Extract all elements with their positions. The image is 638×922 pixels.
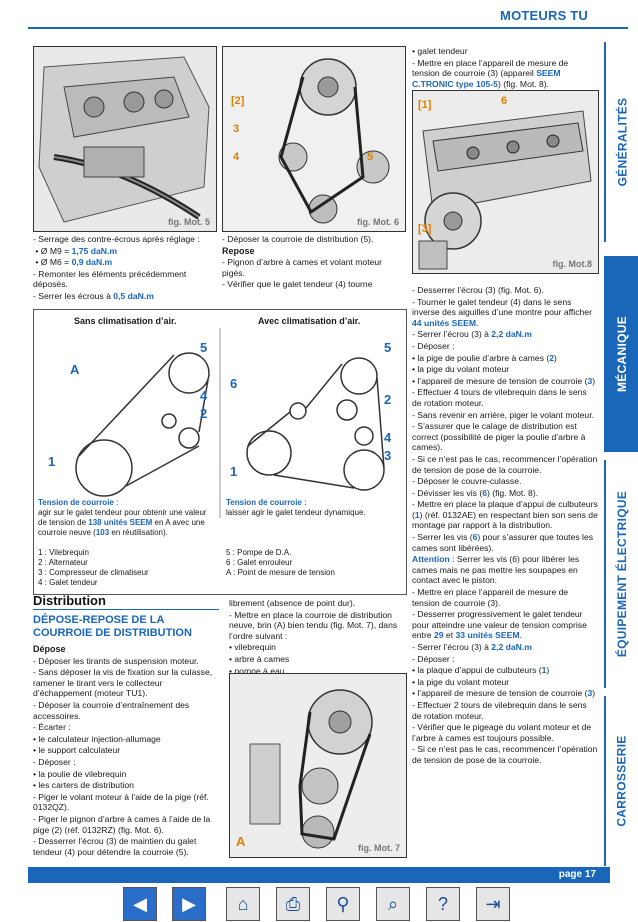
- home-icon: ⌂: [237, 893, 249, 914]
- text-column-2-bottom: librement (absence de point dur). - Mett…: [229, 598, 398, 676]
- figure-label: fig. Mot. 5: [168, 217, 210, 227]
- accessory-belt-diagram: Sans climatisation d’air. Avec climatisa…: [33, 309, 407, 595]
- tab-equipement-electrique[interactable]: ÉQUIPEMENT ÉLECTRIQUE: [604, 460, 638, 688]
- print-button[interactable]: ⎙: [276, 887, 310, 921]
- left-diagram-heading: Sans climatisation d’air.: [74, 316, 177, 326]
- belt-routing-drawings: [75, 328, 385, 518]
- print-icon: ⎙: [285, 893, 301, 914]
- text-column-3: - Desserrer l’écrou (3) (fig. Mot. 6). -…: [412, 285, 598, 765]
- page-bar: page 17: [28, 867, 610, 883]
- tension-note-left: Tension de courroie : agir sur le galet …: [38, 498, 207, 537]
- next-page-button[interactable]: ▶: [172, 887, 206, 921]
- belt-label-1-right: 1: [230, 464, 238, 479]
- section-title: Distribution: [33, 593, 106, 608]
- arrow-right-icon: ▶: [182, 893, 196, 914]
- figure-label: fig. Mot.8: [552, 259, 593, 269]
- binoculars-icon: ⌕: [387, 893, 399, 914]
- figure-label: fig. Mot. 7: [358, 843, 400, 853]
- callout-4: 4: [233, 151, 240, 163]
- engine-valve-illustration: [34, 47, 216, 231]
- callout-5: 5: [367, 151, 374, 163]
- arrow-left-icon: ◀: [133, 893, 147, 914]
- callout-1: [1]: [418, 99, 432, 111]
- figure-mot-6: [2] 3 4 5 fig. Mot. 6: [222, 46, 406, 232]
- belt-label-2-right: 2: [384, 392, 392, 407]
- exit-button[interactable]: ⇥: [476, 887, 510, 921]
- help-icon: ?: [437, 893, 448, 914]
- callout-a: A: [236, 834, 246, 849]
- callout-2: [2]: [231, 95, 245, 107]
- help-button[interactable]: ?: [426, 887, 460, 921]
- belt-label-5-right: 5: [384, 340, 392, 355]
- exit-icon: ⇥: [485, 893, 501, 914]
- figure-mot-7: A fig. Mot. 7: [229, 673, 407, 858]
- right-diagram-heading: Avec climatisation d’air.: [258, 316, 361, 326]
- page-header: MOTEURS TU: [0, 0, 638, 30]
- callout-6: 6: [501, 95, 508, 107]
- legend-left: 1 : Vilebrequin 2 : Alternateur 3 : Comp…: [38, 548, 149, 587]
- belt-label-5-left: 5: [200, 340, 208, 355]
- figure-mot-5: fig. Mot. 5: [33, 46, 217, 232]
- belt-label-3-right: 3: [384, 448, 392, 463]
- search-icon: ⚲: [336, 893, 350, 914]
- callout-3: 3: [233, 123, 240, 135]
- belt-label-6-right: 6: [230, 376, 238, 391]
- figure-mot-8: [1] 6 [3] fig. Mot.8: [412, 90, 599, 274]
- tab-generalites[interactable]: GÉNÉRALITÉS: [604, 42, 638, 242]
- previous-page-button[interactable]: ◀: [123, 887, 157, 921]
- search-button[interactable]: ⚲: [326, 887, 360, 921]
- section-rule: [33, 608, 219, 611]
- page-footer: page 17 ◀ ▶ ⌂ ⎙ ⚲ ⌕ ? ⇥: [0, 865, 638, 922]
- belt-label-4-left: 4: [200, 388, 208, 403]
- rocker-plate-illustration: [413, 91, 598, 273]
- timing-belt-illustration: [223, 47, 405, 231]
- tab-mecanique[interactable]: MÉCANIQUE: [604, 256, 638, 452]
- belt-label-a: A: [70, 362, 80, 377]
- section-subtitle: DÉPOSE-REPOSE DE LA COURROIE DE DISTRIBU…: [33, 614, 192, 640]
- figure-label: fig. Mot. 6: [357, 217, 399, 227]
- tension-note-right: Tension de courroie : laisser agir le ga…: [226, 498, 366, 517]
- tab-carrosserie[interactable]: CARROSSERIE: [604, 696, 638, 866]
- timing-belt-install-illustration: [230, 674, 406, 857]
- legend-right: 5 : Pompe de D.A. 6 : Galet enrouleur A …: [226, 548, 335, 577]
- belt-label-1-left: 1: [48, 454, 56, 469]
- header-rule: [28, 27, 628, 29]
- find-button[interactable]: ⌕: [376, 887, 410, 921]
- page-number: page 17: [558, 869, 596, 880]
- home-button[interactable]: ⌂: [226, 887, 260, 921]
- belt-label-4-right: 4: [384, 430, 392, 445]
- distribution-section: Distribution DÉPOSE-REPOSE DE LA COURROI…: [33, 593, 219, 858]
- text-column-2-top: - Déposer la courroie de distribution (5…: [222, 234, 383, 290]
- section-tabs: GÉNÉRALITÉS MÉCANIQUE ÉQUIPEMENT ÉLECTRI…: [604, 30, 638, 866]
- callout-3: [3]: [418, 223, 432, 235]
- text-column-1-top: - Serrage des contre-écrous après réglag…: [33, 234, 200, 301]
- text-column-3-top: • galet tendeur - Mettre en place l’appa…: [412, 46, 569, 89]
- header-title: MOTEURS TU: [500, 8, 588, 23]
- belt-label-2-left: 2: [200, 406, 208, 421]
